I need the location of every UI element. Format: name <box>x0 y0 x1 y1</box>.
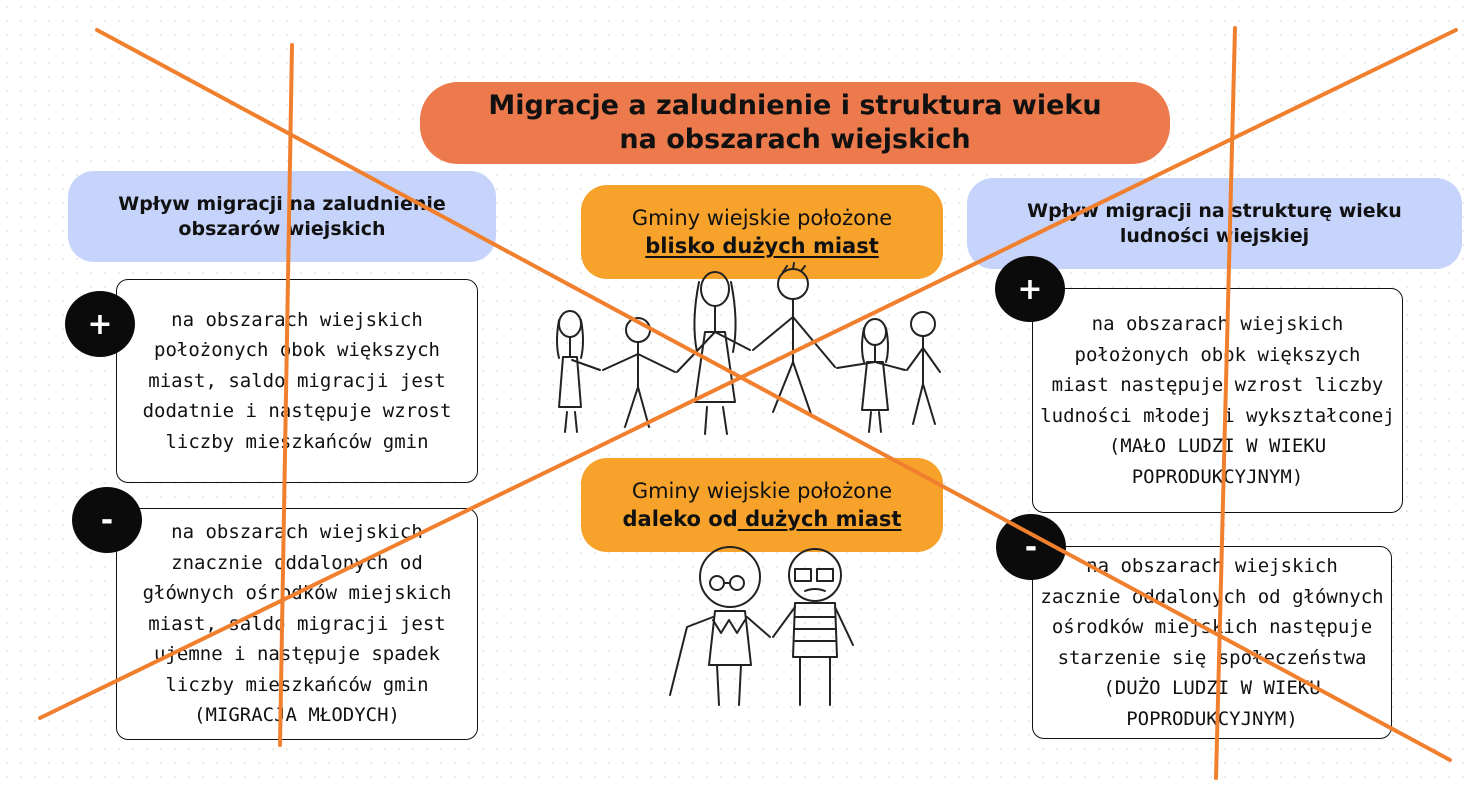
text-line: POPRODUKCYJNYM) <box>1131 465 1304 488</box>
text-line: ludności młodej i wykształconej <box>1040 404 1395 427</box>
text-line: dodatnie i następuje wzrost <box>142 400 452 423</box>
text-line: (DUŻO LUDZI W WIEKU <box>1103 677 1321 699</box>
text-line: na obszarach wiejskich <box>171 521 423 544</box>
minus-badge: - <box>72 487 142 553</box>
person-figure <box>836 318 906 433</box>
text-line: (MAŁO LUDZI W WIEKU <box>1108 435 1327 457</box>
text-line: miast, saldo migracji jest <box>148 612 446 635</box>
right-header-line-2: ludności wiejskiej <box>1119 224 1310 247</box>
text-line: liczby mieszkańców gmin <box>165 430 429 453</box>
right-plus-box: na obszarach wiejskich położonych obok w… <box>1032 288 1403 513</box>
text-line: na obszarach wiejskich <box>1091 313 1344 335</box>
text-line: położonych obok większych <box>1074 343 1361 366</box>
right-header: Wpływ migracji na strukturę wieku ludnoś… <box>967 178 1462 269</box>
text-line: miast, saldo migracji jest <box>148 369 446 392</box>
center-far-line-1: Gminy wiejskie położone <box>631 479 893 503</box>
text-line: starzenie się społeczeństwa <box>1057 646 1367 669</box>
title-line-2: na obszarach wiejskich <box>619 124 971 155</box>
text-line: na obszarach wiejskich <box>171 308 423 331</box>
center-far-line-2-underlined: dużych miast <box>737 507 902 531</box>
center-near-line-2: blisko dużych miast <box>645 234 879 258</box>
person-figure <box>602 317 676 428</box>
text-line: znacznie oddalonych od <box>171 551 423 574</box>
person-figure <box>669 546 771 706</box>
person-figure <box>556 310 601 433</box>
left-minus-box: na obszarach wiejskich znacznie oddalony… <box>116 508 478 740</box>
center-near-line-1: Gminy wiejskie położone <box>631 206 893 230</box>
person-figure <box>906 311 941 425</box>
left-header: Wpływ migracji na zaludnienie obszarów w… <box>68 171 496 262</box>
text-line: ujemne i następuje spadek <box>154 643 440 666</box>
left-header-line-2: obszarów wiejskich <box>178 217 386 240</box>
right-minus-box: na obszarach wiejskich zacznie oddalonyc… <box>1032 546 1392 739</box>
text-line: zacznie oddalonych od głównych <box>1040 585 1384 608</box>
text-line: miast następuje wzrost liczby <box>1051 374 1384 396</box>
text-line: głównych ośrodków miejskich <box>142 582 452 605</box>
page-title: Migracje a zaludnienie i struktura wieku… <box>420 82 1170 164</box>
text-line: POPRODUKCYJNYM) <box>1126 707 1298 730</box>
left-header-line-1: Wpływ migracji na zaludnienie <box>118 192 446 215</box>
text-line: na obszarach wiejskich <box>1086 555 1338 577</box>
plus-badge: + <box>65 291 135 357</box>
minus-badge: - <box>996 514 1066 580</box>
plus-badge: + <box>995 256 1065 322</box>
left-plus-box: na obszarach wiejskich położonych obok w… <box>116 279 478 483</box>
text-line: położonych obok większych <box>154 339 440 362</box>
family-illustration <box>556 262 941 435</box>
right-header-line-1: Wpływ migracji na strukturę wieku <box>1027 199 1402 222</box>
text-line: liczby mieszkańców gmin <box>165 673 429 696</box>
title-line-1: Migracje a zaludnienie i struktura wieku <box>488 90 1102 121</box>
person-figure <box>772 548 854 706</box>
center-far-line-2-plain: daleko od <box>622 507 738 531</box>
person-figure <box>676 271 751 435</box>
person-figure <box>752 262 836 415</box>
text-line: ośrodków miejskich następuje <box>1051 616 1373 638</box>
elderly-couple-illustration <box>669 546 854 706</box>
center-label-far: Gminy wiejskie położone daleko od dużych… <box>581 458 943 552</box>
text-line: (MIGRACJA MŁODYCH) <box>194 704 400 727</box>
